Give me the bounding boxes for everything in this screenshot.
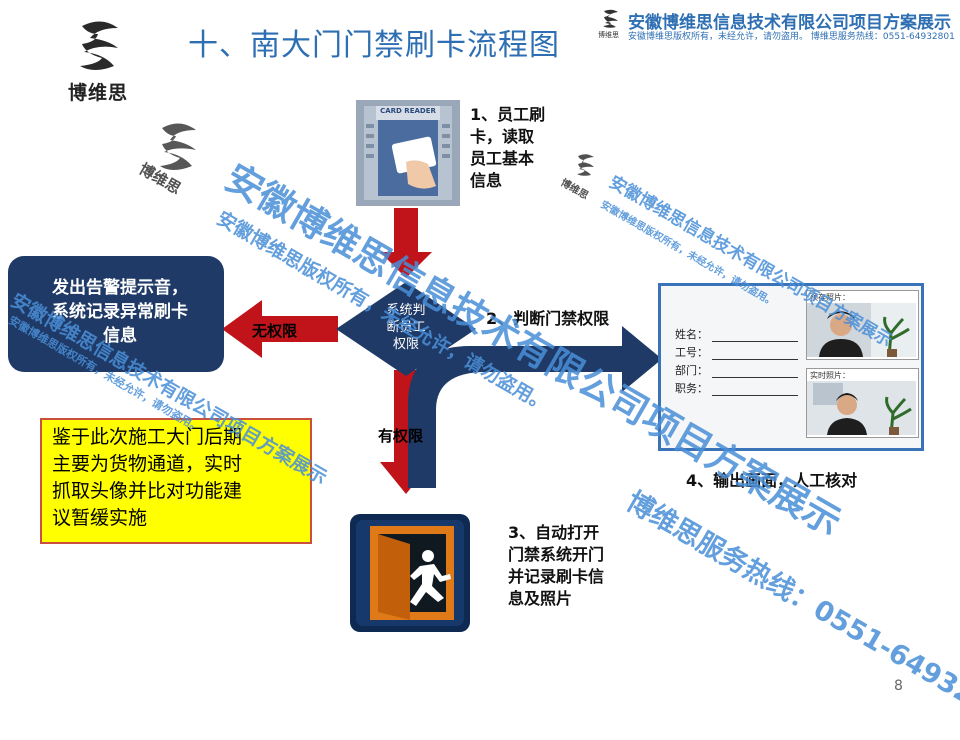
watermark-mini-logo-icon <box>572 152 600 178</box>
field-dept: 部门： <box>675 362 798 378</box>
live-portrait-icon <box>807 381 916 435</box>
field-name: 姓名： <box>675 326 798 342</box>
live-photo-caption: 实时照片： <box>810 370 850 381</box>
branch-no-permission: 无权限 <box>252 320 297 341</box>
branch-has-permission: 有权限 <box>378 425 423 446</box>
page-number: 8 <box>894 678 903 694</box>
field-id: 工号： <box>675 344 798 360</box>
live-photo: 实时照片： <box>806 368 919 438</box>
door-exit-icon <box>350 514 470 632</box>
field-title: 职务： <box>675 380 798 396</box>
step-3-label: 3、自动打开门禁系统开门并记录刷卡信息及照片 <box>508 522 604 610</box>
